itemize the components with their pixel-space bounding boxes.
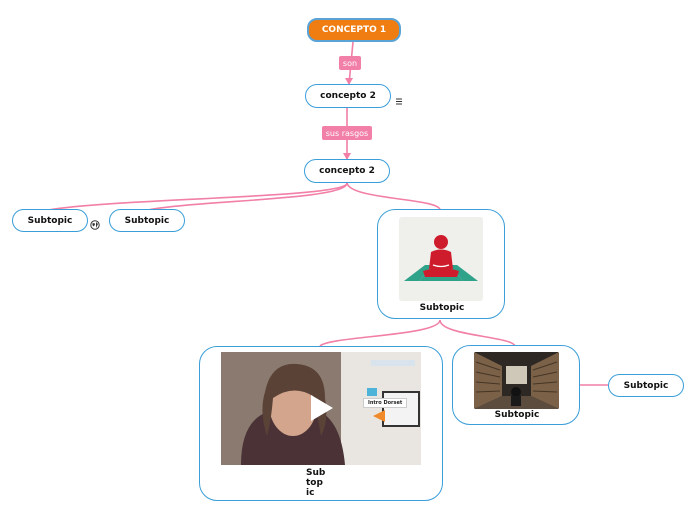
arrowhead-rasgos [343, 153, 351, 160]
connector-to-left2 [147, 182, 348, 211]
node-subtopic-video[interactable]: Intro Dorset Sub top ic [199, 346, 443, 501]
connector-to-video [319, 319, 441, 347]
image-panel [399, 217, 483, 301]
node-subtopic-video-label: Sub top ic [306, 468, 326, 498]
node-concepto-b-label: concepto 2 [319, 166, 375, 176]
node-subtopic-left2[interactable]: Subtopic [109, 209, 185, 232]
node-subtopic-left2-label: Subtopic [124, 215, 170, 226]
link-label-rasgos[interactable]: sus rasgos [322, 126, 372, 140]
connector-to-left1 [47, 182, 348, 211]
link-label-son[interactable]: son [339, 56, 361, 70]
node-concepto-b[interactable]: concepto 2 [304, 159, 390, 183]
link-label-son-text: son [342, 58, 358, 68]
play-icon[interactable] [309, 395, 333, 421]
video-badge: Intro Dorset [363, 398, 408, 408]
connector-to-library [439, 319, 516, 347]
node-subtopic-left1[interactable]: Subtopic [12, 209, 88, 232]
video-player[interactable]: Intro Dorset [221, 352, 421, 465]
node-concepto-a[interactable]: concepto 2 [305, 84, 391, 108]
node-subtopic-image-label: Subtopic [419, 303, 465, 313]
root-node-label: CONCEPTO 1 [321, 25, 387, 35]
node-subtopic-library[interactable]: Subtopic [452, 345, 580, 425]
arrowhead-son [345, 78, 353, 85]
node-subtopic-library-label: Subtopic [494, 410, 540, 420]
node-subtopic-right[interactable]: Subtopic [608, 374, 684, 397]
notes-icon[interactable] [395, 91, 403, 105]
library-image [474, 352, 559, 409]
node-subtopic-left1-label: Subtopic [27, 215, 73, 226]
node-subtopic-image[interactable]: Subtopic [377, 209, 505, 319]
meditation-icon [404, 235, 478, 281]
connector-to-image [346, 182, 441, 211]
node-concepto-a-label: concepto 2 [320, 91, 376, 101]
link-label-rasgos-text: sus rasgos [325, 128, 369, 138]
node-subtopic-right-label: Subtopic [623, 380, 669, 391]
globe-icon[interactable] [90, 215, 100, 230]
root-node[interactable]: CONCEPTO 1 [307, 18, 401, 42]
